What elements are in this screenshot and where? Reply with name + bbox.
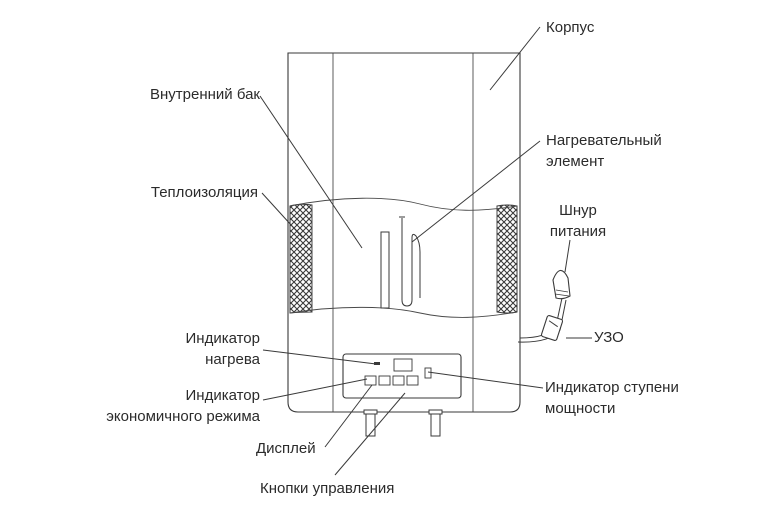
insulation-mesh: [289, 203, 518, 314]
inner-tank: [289, 197, 518, 318]
label-rcd: УЗО: [594, 329, 624, 346]
control-panel: [342, 353, 462, 399]
label-power-cord-text: Шнур питания: [549, 202, 607, 240]
heating-element: [380, 216, 421, 309]
control-button: [392, 375, 405, 386]
label-heat-indicator-text: Индикатор нагрева: [185, 330, 261, 368]
label-eco-indicator: Индикатор экономичного режима: [106, 385, 260, 427]
label-housing: Корпус: [546, 19, 595, 36]
label-inner-tank: Внутренний бак: [150, 86, 260, 103]
label-eco-indicator-text: Индикатор экономичного режима: [106, 387, 260, 425]
power-indicator-light: [424, 367, 432, 379]
label-heat-indicator: Индикатор нагрева: [186, 328, 261, 370]
control-button: [364, 375, 377, 386]
control-button: [406, 375, 419, 386]
control-button: [378, 375, 391, 386]
label-heating-element: Нагревательный элемент: [546, 130, 662, 172]
label-power-level-indicator-text: Индикатор ступени мощности: [545, 379, 679, 417]
label-heating-element-text: Нагревательный элемент: [546, 132, 662, 170]
label-power-cord: Шнур питания: [545, 200, 611, 242]
rcd-unit: [540, 315, 564, 341]
label-control-buttons: Кнопки управления: [260, 480, 395, 497]
heat-indicator-light: [374, 362, 380, 365]
water-pipes: [363, 409, 443, 437]
heater-housing: [287, 52, 521, 413]
label-display: Дисплей: [256, 440, 316, 457]
display-screen: [393, 358, 413, 372]
power-cord: [517, 269, 571, 343]
label-insulation: Теплоизоляция: [150, 184, 258, 201]
leader-lines: [259, 26, 592, 476]
label-power-level-indicator: Индикатор ступени мощности: [545, 377, 679, 419]
